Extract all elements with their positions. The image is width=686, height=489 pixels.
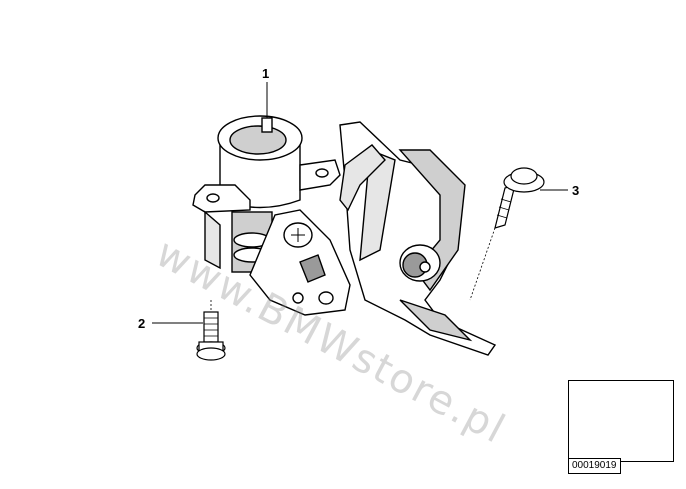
location-thumbnail	[568, 380, 674, 462]
diagram-code: 00019019	[568, 458, 621, 474]
bolt-2	[196, 300, 226, 361]
callout-3: 3	[572, 183, 580, 198]
mounting-bracket	[339, 121, 497, 356]
callout-2: 2	[138, 316, 146, 331]
ignition-lock-housing	[192, 115, 386, 316]
bolt-3	[469, 167, 545, 301]
callout-1: 1	[262, 66, 270, 81]
